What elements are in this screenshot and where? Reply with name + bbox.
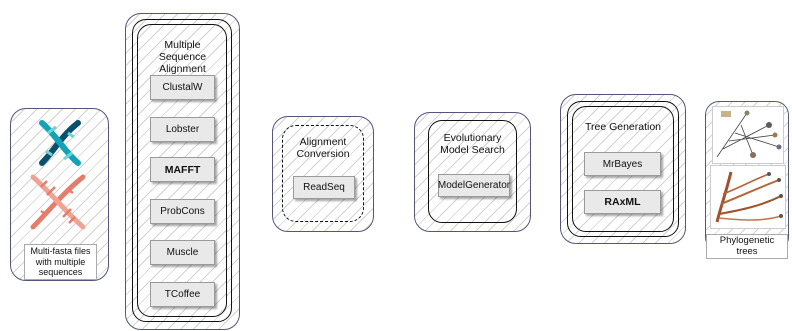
tool-mafft-button[interactable]: MAFFT: [150, 157, 215, 182]
tree-gen-outer-border: [567, 101, 679, 237]
tree-generation-panel: Tree Generation MrBayes RAxML: [560, 94, 686, 244]
model-search-border: [428, 120, 517, 223]
tool-muscle-button[interactable]: Muscle: [150, 240, 215, 265]
tool-clustalw-button[interactable]: ClustalW: [150, 75, 215, 100]
dna-helix-salmon-icon: [27, 171, 89, 233]
tool-probcons-button[interactable]: ProbCons: [150, 199, 215, 224]
msa-title: Multiple Sequence Alignment: [158, 39, 207, 75]
model-search-panel: Evolutionary Model Search ModelGenerator: [414, 112, 531, 232]
msa-panel: Multiple Sequence Alignment ClustalW Lob…: [125, 13, 240, 330]
tool-mrbayes-button[interactable]: MrBayes: [584, 152, 661, 176]
output-panel: Phylogenetic trees: [705, 101, 789, 259]
msa-outer-border: [132, 19, 232, 322]
output-caption: Phylogenetic trees: [706, 234, 788, 259]
phylogenetic-tree-image-1: [712, 106, 784, 164]
tool-readseq-button[interactable]: ReadSeq: [293, 176, 355, 199]
phylogenetic-tree-image-2: [710, 165, 786, 229]
input-caption: Multi-fasta files with multiple sequence…: [24, 244, 97, 280]
tool-tcoffee-button[interactable]: TCoffee: [150, 282, 215, 307]
input-panel: Multi-fasta files with multiple sequence…: [10, 108, 109, 281]
tool-lobster-button[interactable]: Lobster: [150, 117, 215, 142]
model-search-title: Evolutionary Model Search: [440, 132, 505, 156]
conversion-panel: Alignment Conversion ReadSeq: [272, 116, 374, 232]
tree-gen-title: Tree Generation: [584, 121, 662, 133]
conversion-title: Alignment Conversion: [296, 136, 350, 160]
dna-helix-teal-icon: [34, 117, 86, 169]
conversion-dashed-border: [282, 125, 364, 222]
tool-modelgenerator-button[interactable]: ModelGenerator: [438, 174, 510, 197]
tool-raxml-button[interactable]: RAxML: [584, 190, 661, 214]
